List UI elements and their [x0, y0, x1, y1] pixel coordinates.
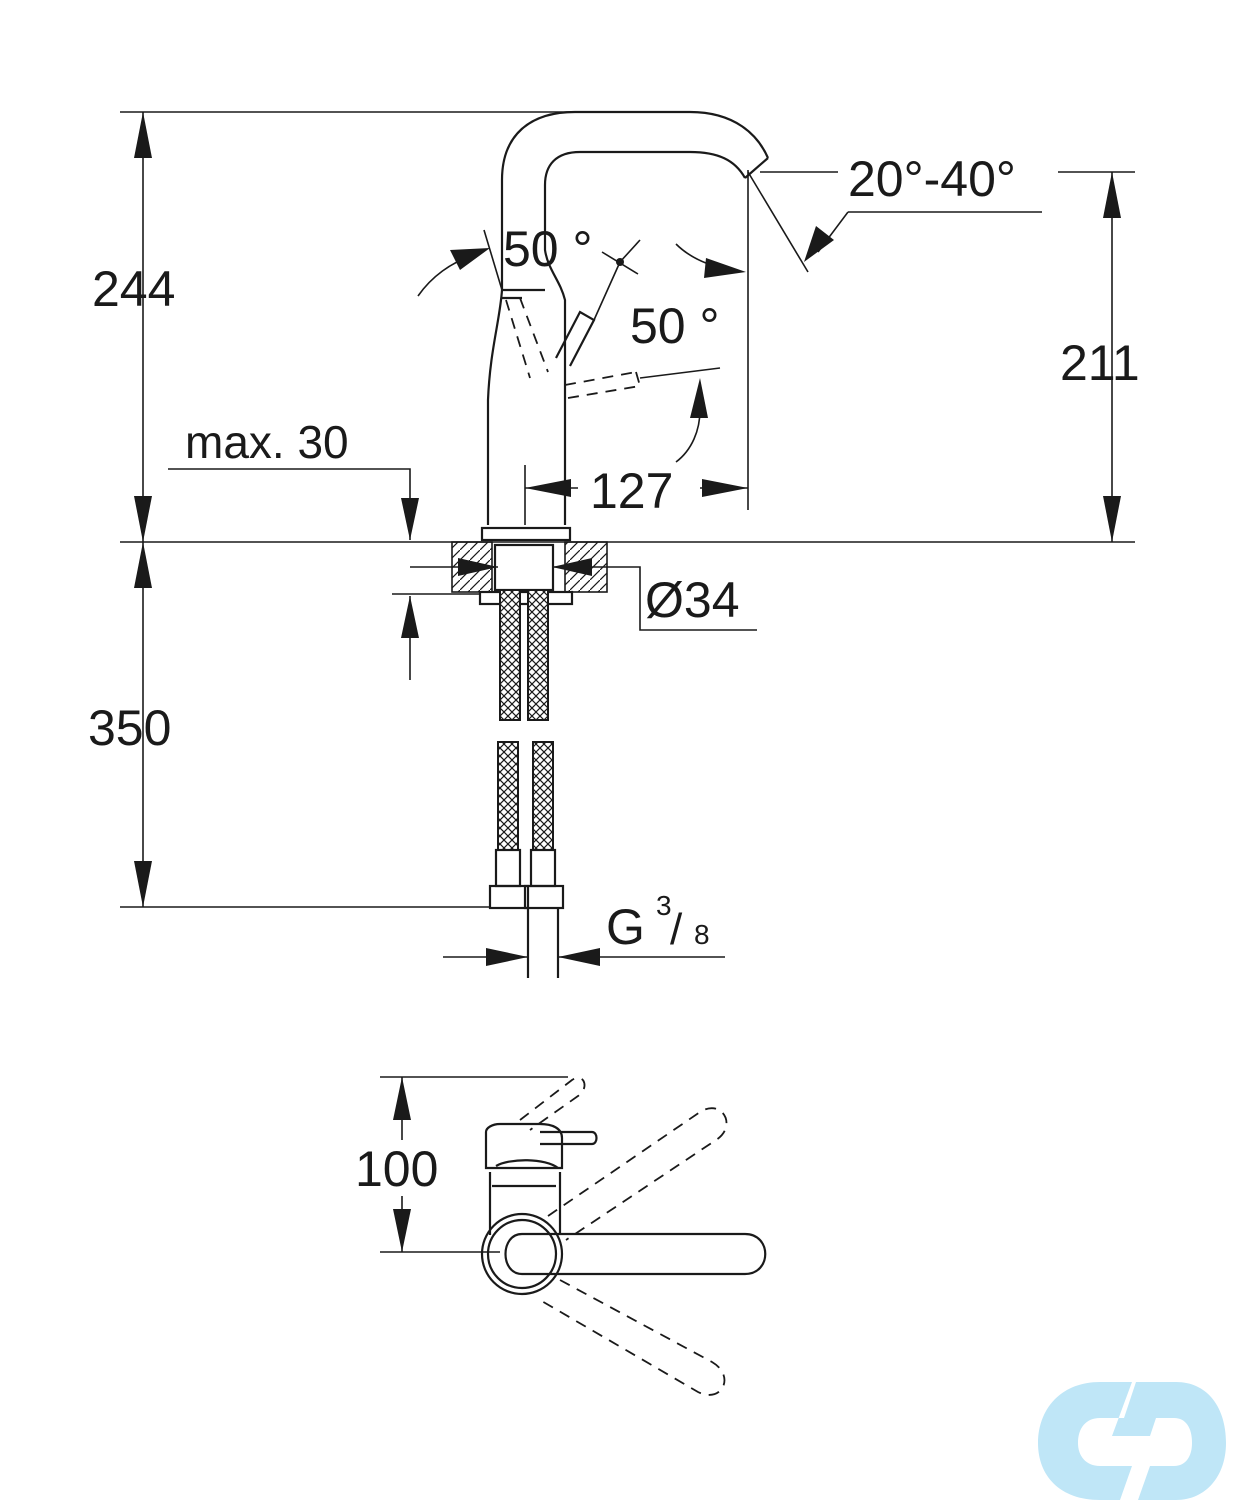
- handle-side-angle-guide: [639, 367, 721, 379]
- hole-dia-arrow-right: [552, 558, 592, 576]
- spout-inner-contour: [543, 150, 746, 525]
- spout-top-body: [484, 1122, 564, 1170]
- threaded-stud: [493, 543, 555, 592]
- spout-height-arrow-bottom: [1103, 496, 1121, 542]
- lever-ghost-top: [519, 1077, 586, 1131]
- handle-rotated-up: [547, 1107, 728, 1241]
- deck-thickness-arrow-bottom: [401, 596, 419, 638]
- fixing-nut: [478, 590, 574, 606]
- handle-offset-arrow-bottom: [393, 1209, 411, 1252]
- hose-right-fitting: [529, 848, 557, 888]
- faucet-side-view: [480, 110, 770, 542]
- thread-label-num: 3: [656, 890, 672, 921]
- faucet-top-view: [380, 1076, 767, 1396]
- watermark-logo: [1038, 1382, 1226, 1500]
- handle-back-angle-label: 50 °: [503, 221, 593, 277]
- hose-length-arrow-bottom: [134, 861, 152, 907]
- reach-arrow-left: [525, 479, 571, 497]
- hose-right-upper: [527, 589, 549, 721]
- spout-top-outlet: [495, 1159, 559, 1169]
- hose-length-arrow-top: [134, 542, 152, 588]
- pivot-line: [593, 239, 641, 321]
- reach-arrow-right: [702, 479, 748, 497]
- handle-offset-arrow-top: [393, 1077, 411, 1120]
- hose-left-nut: [488, 884, 530, 910]
- spout-height-label: 211: [1060, 335, 1140, 391]
- deck-thickness-leader: [168, 468, 411, 540]
- swivel-leader: [760, 171, 1042, 213]
- body-top-lower: [488, 1172, 562, 1235]
- hose-right-lower: [532, 741, 554, 851]
- handle-side-angle-label: 50 °: [630, 298, 720, 354]
- swivel-arrow: [804, 226, 834, 262]
- dimension-labels: 244 211 127 max. 30 Ø34 350 G 3 / 8 50 °…: [88, 151, 1140, 1197]
- thread-arrow-left: [486, 948, 528, 966]
- handle-back-angle-arrow: [450, 248, 490, 270]
- reach-label: 127: [590, 463, 673, 519]
- lever-top-small: [540, 1130, 598, 1146]
- thread-label-slash: /: [670, 905, 683, 954]
- swivel-angle-label: 20°-40°: [848, 151, 1016, 207]
- overall-height-arrow-top: [134, 112, 152, 158]
- dimension-lines: [120, 111, 1135, 966]
- overall-height-label: 244: [92, 261, 175, 317]
- watermark-shape: [1038, 1382, 1226, 1500]
- lever-rotated-back: [505, 297, 549, 379]
- hose-left-upper: [499, 589, 521, 721]
- thread-arrow-right: [558, 948, 600, 966]
- faucet-base: [480, 526, 572, 542]
- handle-offset-label: 100: [355, 1141, 438, 1197]
- deck-thickness-label: max. 30: [185, 416, 349, 468]
- handle-back-angle-guide: [483, 229, 503, 291]
- hole-diameter-label: Ø34: [645, 572, 740, 628]
- handle-side-angle-arrow: [690, 378, 708, 418]
- spout-angle-arrow: [704, 258, 746, 278]
- mounting-deck: [120, 541, 1135, 606]
- hose-length-label: 350: [88, 700, 171, 756]
- overall-height-arrow-bottom: [134, 496, 152, 542]
- spout-height-arrow-top: [1103, 172, 1121, 218]
- supply-hoses: [488, 589, 565, 978]
- base-ring-outer: [480, 1212, 564, 1296]
- hose-right-nut: [523, 884, 565, 910]
- base-ring-inner: [486, 1218, 558, 1290]
- handle-rotated-down: [539, 1279, 726, 1396]
- swivel-guide: [747, 171, 809, 273]
- thread-label-main: G: [606, 899, 645, 955]
- handle-solid: [504, 1232, 767, 1276]
- hole-dia-arrow-left: [458, 558, 498, 576]
- hose-left-lower: [497, 741, 519, 851]
- spout-outer-contour: [486, 110, 770, 525]
- hose-left-fitting: [494, 848, 522, 888]
- thread-label-den: 8: [694, 919, 710, 950]
- lever-solid: [555, 310, 596, 367]
- lever-rotated-side: [564, 371, 641, 399]
- thread-connector: [526, 908, 560, 978]
- deck-thickness-arrow-top: [401, 498, 419, 540]
